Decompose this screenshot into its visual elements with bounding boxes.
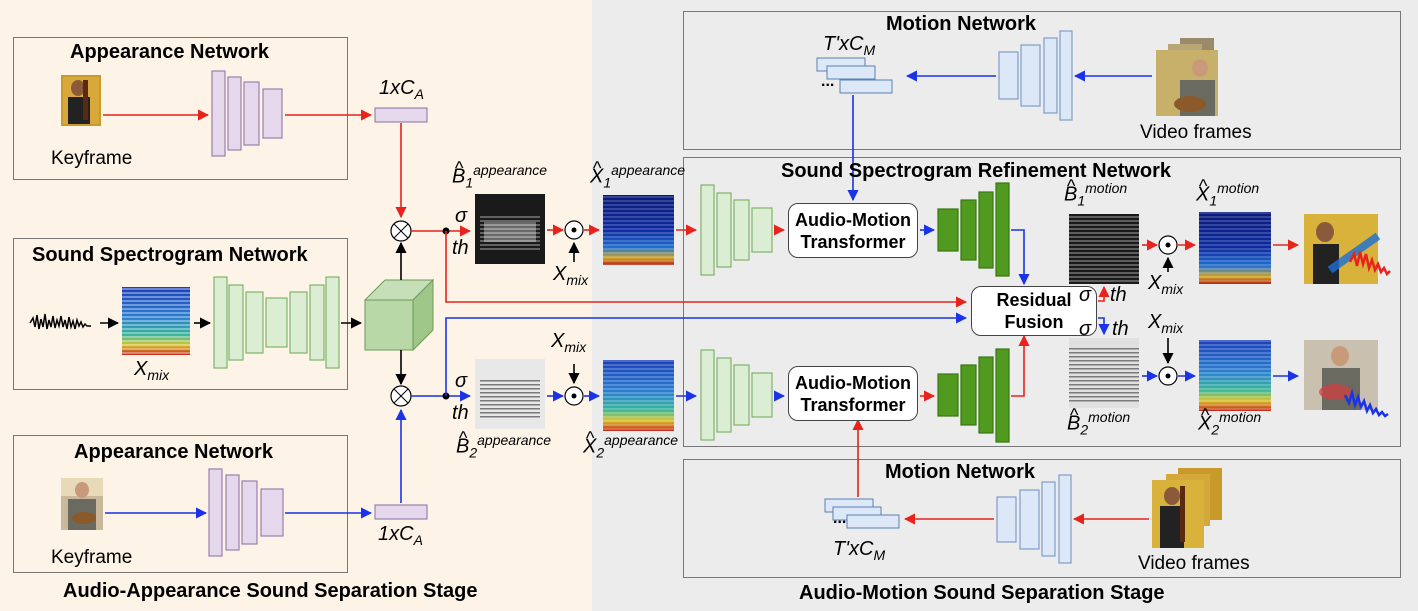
appearance-network-bottom-box xyxy=(13,435,348,573)
appearance-network-bottom-title: Appearance Network xyxy=(74,441,273,463)
b2-motion-label: B2motion xyxy=(1067,409,1131,438)
appearance-network-top-title: Appearance Network xyxy=(70,41,269,63)
audio-motion-transformer-bottom: Audio-Motion Transformer xyxy=(788,366,918,421)
motion-network-top-box xyxy=(683,11,1401,150)
hat-x1-motion: ^ xyxy=(1199,176,1208,196)
feature-vector-top xyxy=(374,107,428,123)
appearance-stage-title: Audio-Appearance Sound Separation Stage xyxy=(63,580,478,602)
xmix-input-label: Xmix xyxy=(134,358,170,383)
sound-spectrogram-network-title: Sound Spectrogram Network xyxy=(32,244,308,266)
odot-top xyxy=(564,220,584,240)
b2-appearance-label: B2appearance xyxy=(456,432,552,461)
residual-fusion-module: Residual Fusion xyxy=(971,286,1097,336)
th-fusion-bottom-label: th xyxy=(1112,318,1129,340)
hat-b2-appearance: ^ xyxy=(459,428,468,448)
output-top-image xyxy=(1304,214,1391,284)
x1-motion-label: X1motion xyxy=(1196,180,1260,209)
ellipsis-top: ... xyxy=(821,73,835,90)
odot-bottom xyxy=(564,386,584,406)
refine-decoder-top xyxy=(937,182,1010,277)
appearance-network-top-box xyxy=(13,37,348,180)
feature-bottom-label: 1xCA xyxy=(378,523,423,548)
x1-appearance-label: X1appearance xyxy=(590,162,686,191)
th-fusion-top-label: th xyxy=(1110,284,1127,306)
th-top-label: th xyxy=(452,237,469,259)
motion-feature-bottom-label: T'xCM xyxy=(833,538,886,563)
amt-bottom-line2: Transformer xyxy=(800,394,906,415)
keyframe-bottom-label: Keyframe xyxy=(51,547,133,568)
hat-b2-motion: ^ xyxy=(1070,405,1079,425)
feature-vector-bottom xyxy=(374,504,428,520)
refinement-network-title: Sound Spectrogram Refinement Network xyxy=(781,160,1172,182)
mask-b1-appearance-image xyxy=(475,194,545,264)
sound-spectrogram-network-box xyxy=(13,238,348,390)
motion-feature-top-label: T'xCM xyxy=(823,33,876,58)
x1-appearance-spectrogram xyxy=(603,195,674,265)
motion-stage-title: Audio-Motion Sound Separation Stage xyxy=(799,582,1165,604)
motion-layers-top xyxy=(998,30,1073,121)
video-frames-bottom-label: Video frames xyxy=(1138,553,1250,574)
odot-top-motion xyxy=(1158,235,1178,255)
ellipsis-bottom: ... xyxy=(833,510,847,527)
output-bottom-image xyxy=(1304,340,1389,418)
x2-appearance-label: X2appearance xyxy=(583,432,679,461)
video-frames-top-image xyxy=(1156,38,1218,116)
x1-motion-spectrogram xyxy=(1199,212,1271,284)
motion-network-bottom-box xyxy=(683,459,1401,578)
hat-b1-appearance: ^ xyxy=(455,158,464,178)
hat-x2-appearance: ^ xyxy=(586,428,595,448)
mask-b2-appearance-image xyxy=(475,359,545,429)
motion-layers-bottom xyxy=(996,474,1072,564)
hat-x2-motion: ^ xyxy=(1201,405,1210,425)
sound-layers xyxy=(213,276,340,369)
mix-spectrogram-image xyxy=(122,287,190,355)
xmix-top-label: Xmix xyxy=(553,263,589,288)
refine-encoder-bottom xyxy=(700,349,773,441)
otimes-top xyxy=(390,220,412,242)
b1-appearance-label: B1appearance xyxy=(452,162,548,191)
appearance-layers-bottom xyxy=(208,468,284,557)
x2-motion-label: X2motion xyxy=(1198,409,1262,438)
xmix-bottom-label: Xmix xyxy=(551,330,587,355)
fusion-line2: Fusion xyxy=(1004,312,1064,332)
amt-top-line2: Transformer xyxy=(800,231,906,252)
motion-network-top-title: Motion Network xyxy=(886,13,1036,35)
motion-feature-stack-top xyxy=(816,57,893,94)
mask-b2-motion-image xyxy=(1069,338,1139,408)
sigma-top-label: σ xyxy=(455,205,468,227)
refine-decoder-bottom xyxy=(937,348,1010,443)
keyframe-top-image xyxy=(61,75,101,126)
b1-motion-label: B1motion xyxy=(1064,180,1128,209)
fusion-line1: Residual xyxy=(996,290,1072,310)
keyframe-bottom-image xyxy=(61,478,103,530)
x2-motion-spectrogram xyxy=(1199,340,1271,411)
xmix-top-motion-label: Xmix xyxy=(1148,272,1184,297)
hat-b1-motion: ^ xyxy=(1067,176,1076,196)
hat-x1-appearance: ^ xyxy=(593,158,602,178)
sigma-fusion-bottom-label: σ xyxy=(1079,318,1092,340)
appearance-layers-top xyxy=(211,70,283,157)
sigma-bottom-label: σ xyxy=(455,370,468,392)
refine-encoder-top xyxy=(700,184,773,276)
feature-top-label: 1xCA xyxy=(379,77,424,102)
xmix-bottom-motion-label: Xmix xyxy=(1148,311,1184,336)
th-bottom-label: th xyxy=(452,402,469,424)
keyframe-top-label: Keyframe xyxy=(51,148,133,169)
audio-motion-transformer-top: Audio-Motion Transformer xyxy=(788,203,918,258)
motion-feature-stack-bottom xyxy=(824,498,900,529)
amt-top-line1: Audio-Motion xyxy=(795,209,911,230)
video-frames-top-label: Video frames xyxy=(1140,122,1252,143)
video-frames-bottom-image xyxy=(1152,468,1222,548)
motion-network-bottom-title: Motion Network xyxy=(885,461,1035,483)
x2-appearance-spectrogram xyxy=(603,360,674,431)
otimes-bottom xyxy=(390,385,412,407)
odot-bottom-motion xyxy=(1158,366,1178,386)
amt-bottom-line1: Audio-Motion xyxy=(795,372,911,393)
mask-b1-motion-image xyxy=(1069,214,1139,284)
waveform-input xyxy=(29,313,91,330)
sigma-fusion-top-label: σ xyxy=(1079,284,1092,306)
feature-cube xyxy=(363,278,435,352)
